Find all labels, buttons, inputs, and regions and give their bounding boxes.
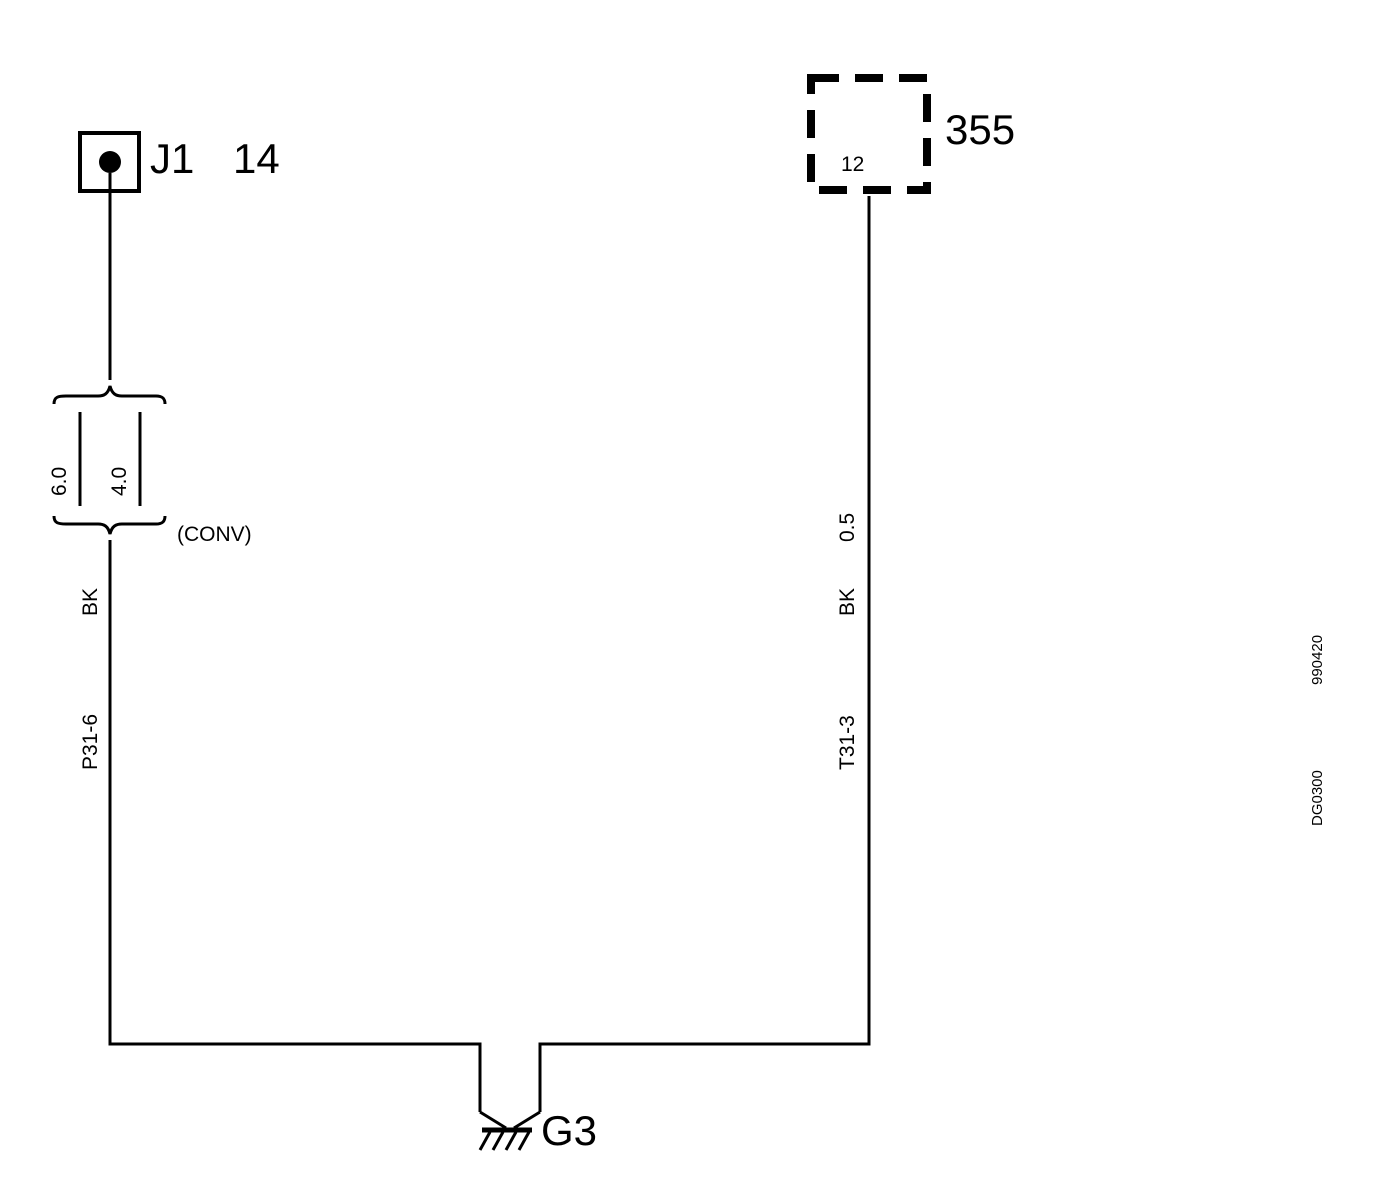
right-wire-color: BK <box>836 588 859 616</box>
wire-variant-note: (CONV) <box>177 523 252 546</box>
j1-pin-number: 14 <box>233 135 280 182</box>
component-355-box <box>807 74 931 194</box>
right-wire-circuit: T31-3 <box>836 715 859 770</box>
wire-size-option-1: 6.0 <box>48 467 71 496</box>
component-355-pin: 12 <box>841 153 864 176</box>
right-wire-size: 0.5 <box>836 513 859 542</box>
wire-size-bracket <box>52 385 167 535</box>
j1-connector-name: J1 <box>150 135 194 182</box>
left-wire-lower <box>108 540 482 1112</box>
component-355-name: 355 <box>945 106 1015 153</box>
ground-name: G3 <box>541 1107 597 1154</box>
drawing-code: DG0300 <box>1309 770 1326 826</box>
wire-size-option-2: 4.0 <box>108 467 131 496</box>
date-code: 990420 <box>1309 635 1326 685</box>
left-wire-circuit: P31-6 <box>79 714 102 770</box>
left-wire-color: BK <box>79 588 102 616</box>
ground-symbol-icon <box>478 1110 541 1151</box>
right-wire <box>538 196 871 1112</box>
